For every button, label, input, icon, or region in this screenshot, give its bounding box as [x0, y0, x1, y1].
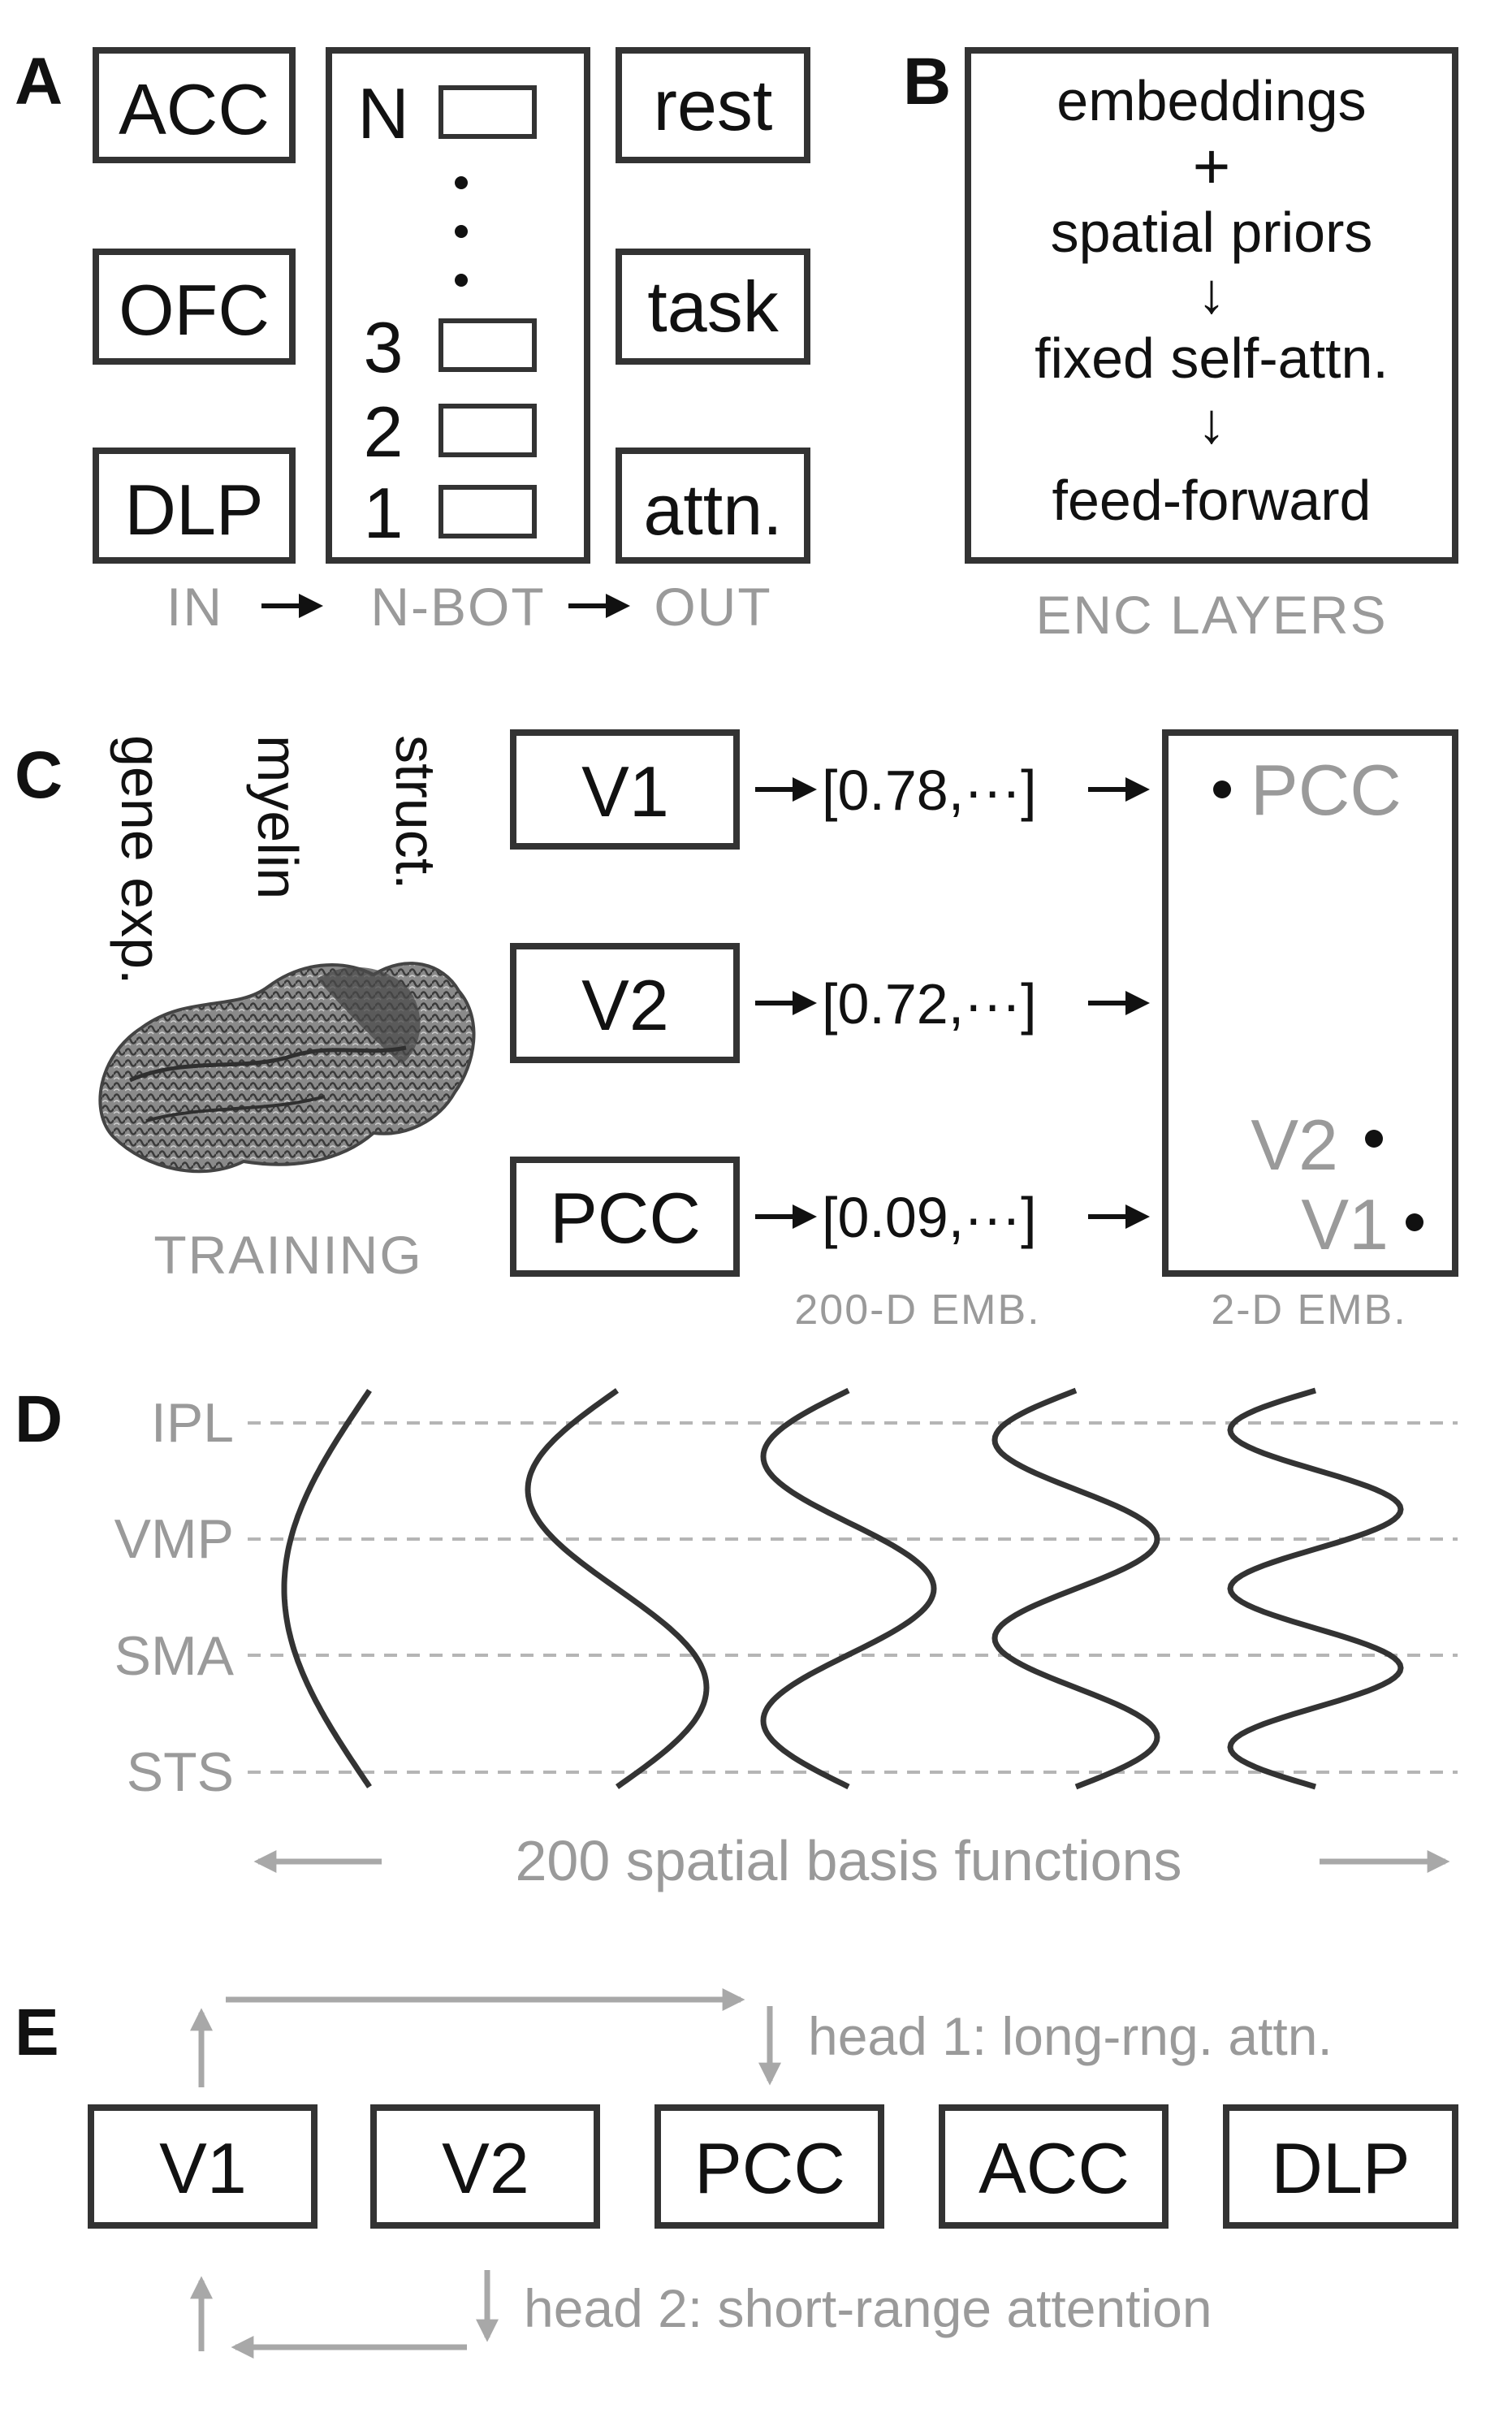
- region-label-v1: V1: [581, 751, 669, 832]
- vector-pcc: [0.09,···]: [822, 1186, 1037, 1249]
- token-label-v1: V1: [159, 2128, 247, 2208]
- bottleneck-label-1: 1: [364, 473, 404, 553]
- vector-v2: [0.72,···]: [822, 972, 1037, 1036]
- row-label-sts: STS: [127, 1741, 234, 1803]
- bottleneck-label-2: 2: [364, 391, 404, 472]
- training-caption: TRAINING: [153, 1225, 422, 1285]
- panel-b-letter: B: [903, 45, 951, 119]
- token-label-pcc: PCC: [694, 2128, 845, 2208]
- bottleneck-slot-1: [438, 485, 537, 538]
- bottleneck-label-n: N: [357, 73, 409, 154]
- head2-label: head 2: short-range attention: [524, 2278, 1212, 2338]
- token-box-v2: V2: [370, 2104, 600, 2229]
- bottleneck-slot-n: [438, 85, 537, 139]
- output-label-attn: attn.: [643, 469, 782, 550]
- embedding-label-pcc: PCC: [1251, 750, 1402, 830]
- panel-a-output-task: task: [616, 249, 810, 365]
- basis-function-curve-4: [991, 1387, 1160, 1790]
- output-label-task: task: [647, 266, 779, 347]
- encoder-down-arrow: ↓: [1198, 262, 1226, 325]
- enc-layers-caption: ENC LAYERS: [1035, 585, 1387, 645]
- footer-in: IN: [166, 577, 223, 637]
- caption-2d-emb: 2-D EMB.: [1211, 1287, 1406, 1334]
- panel-a-output-rest: rest: [616, 47, 810, 163]
- embedding-point-pcc: [1213, 781, 1231, 798]
- region-box-v2: V2: [510, 943, 740, 1063]
- panel-d-letter: D: [15, 1382, 63, 1456]
- ellipsis-dot: [455, 225, 468, 238]
- bottleneck-slot-2: [438, 404, 537, 457]
- panel-a-letter: A: [15, 45, 63, 119]
- footer-nbot: N-BOT: [370, 577, 545, 637]
- footer-out: OUT: [654, 577, 771, 637]
- embedding-label-v2: V2: [1251, 1105, 1338, 1185]
- region-box-v1: V1: [510, 729, 740, 850]
- encoder-layers-box: [965, 47, 1458, 564]
- embedding-point-v1: [1406, 1213, 1423, 1231]
- basis-function-curve-3: [760, 1387, 937, 1790]
- panel-c-letter: C: [15, 738, 63, 812]
- token-box-pcc: PCC: [654, 2104, 884, 2229]
- rotated-label-myelin: myelin: [246, 735, 309, 899]
- encoder-line-feed-forward: feed-forward: [1052, 469, 1372, 532]
- encoder-plus: +: [1193, 130, 1231, 202]
- encoder-line-fixed-self-attn: fixed self-attn.: [1035, 326, 1389, 390]
- encoder-line-spatial-priors: spatial priors: [1051, 201, 1373, 264]
- panel-a-bottleneck: N 3 2 1: [326, 47, 590, 564]
- panel-a: A ACC OFC DLP N 3 2 1: [15, 45, 810, 637]
- token-label-v2: V2: [442, 2128, 529, 2208]
- region-box-pcc: PCC: [510, 1157, 740, 1277]
- row-label-vmp: VMP: [114, 1508, 234, 1570]
- panel-e: E head 1: long-rng. attn. V1 V2 PCC ACC …: [15, 1988, 1458, 2359]
- panel-a-input-ofc: OFC: [93, 249, 296, 365]
- output-label-rest: rest: [654, 65, 773, 145]
- head1-label: head 1: long-rng. attn.: [808, 2006, 1333, 2066]
- token-box-dlp: DLP: [1223, 2104, 1458, 2229]
- panel-a-input-dlp: DLP: [93, 448, 296, 564]
- token-label-dlp: DLP: [1271, 2128, 1410, 2208]
- basis-function-waves: [281, 1387, 1404, 1790]
- basis-function-curve-1: [281, 1389, 372, 1788]
- input-label-ofc: OFC: [119, 270, 270, 350]
- input-label-dlp: DLP: [124, 469, 263, 550]
- brain-image: [98, 962, 476, 1174]
- panel-d: D IPL VMP SMA STS 200 spatial basis func…: [15, 1382, 1458, 1892]
- region-label-v2: V2: [581, 965, 669, 1045]
- encoder-down-arrow: ↓: [1198, 391, 1226, 455]
- ellipsis-dot: [455, 274, 468, 287]
- token-box-v1: V1: [88, 2104, 318, 2229]
- basis-function-curve-5: [1227, 1387, 1404, 1790]
- region-label-pcc: PCC: [550, 1178, 701, 1258]
- panel-a-output-attn: attn.: [616, 448, 810, 564]
- basis-function-curve-2: [525, 1388, 710, 1789]
- embedding-point-v2: [1365, 1130, 1383, 1148]
- token-label-acc: ACC: [978, 2128, 1130, 2208]
- rotated-label-gene-exp: gene exp.: [110, 735, 173, 984]
- basis-functions-caption: 200 spatial basis functions: [515, 1829, 1182, 1892]
- panel-b: B embeddings + spatial priors ↓ fixed se…: [903, 45, 1458, 645]
- panel-c: C gene exp. myelin struct. TRAINING V1 V…: [15, 729, 1458, 1334]
- panel-e-letter: E: [15, 1996, 59, 2069]
- rotated-label-struct: struct.: [384, 735, 447, 890]
- row-label-ipl: IPL: [151, 1392, 234, 1454]
- token-box-acc: ACC: [939, 2104, 1169, 2229]
- caption-200d-emb: 200-D EMB.: [794, 1287, 1040, 1334]
- vector-v1: [0.78,···]: [822, 759, 1037, 822]
- embedding-2d-box: [1162, 729, 1458, 1277]
- encoder-line-embeddings: embeddings: [1056, 69, 1366, 132]
- embedding-label-v1: V1: [1301, 1184, 1389, 1265]
- input-label-acc: ACC: [119, 69, 270, 149]
- row-label-sma: SMA: [114, 1625, 235, 1687]
- bottleneck-slot-3: [438, 318, 537, 372]
- bottleneck-label-3: 3: [364, 307, 404, 387]
- panel-a-input-acc: ACC: [93, 47, 296, 163]
- ellipsis-dot: [455, 176, 468, 189]
